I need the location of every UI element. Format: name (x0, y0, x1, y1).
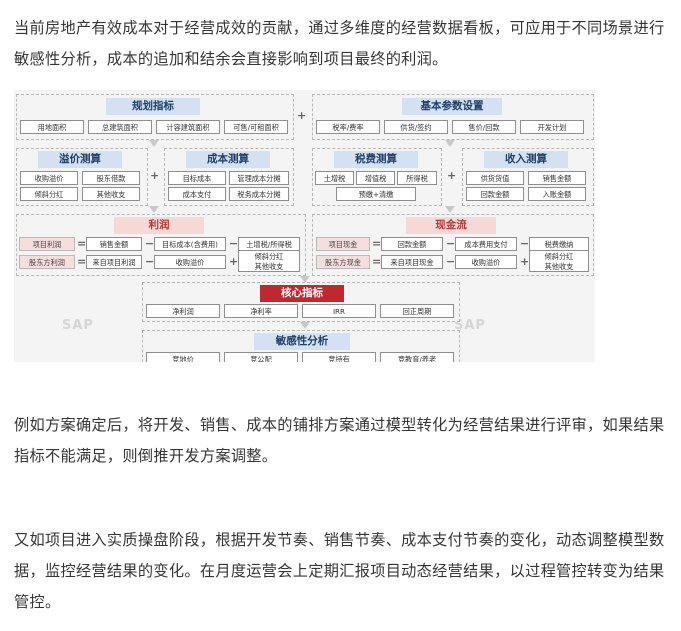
cost-title: 成本测算 (186, 151, 270, 168)
cost-item: 目标成本 (168, 171, 226, 185)
profit-item: 倾斜分红 其他收支 (238, 250, 300, 272)
premium-item: 倾斜分红 (20, 187, 78, 201)
profit-item-line: 其他收支 (254, 262, 284, 271)
paragraph-1: 当前房地产有效成本对于经营成效的贡献，通过多维度的经营数据看板，可应用于不同场景… (14, 19, 665, 68)
planning-title: 规划指标 (106, 98, 200, 115)
minus-operator: − (446, 237, 456, 250)
core-indicator-item: 净利润 (146, 304, 220, 318)
cashflow-item: 来自项目现金 (381, 255, 443, 269)
plus-operator: + (520, 255, 530, 268)
profit-item: 来自项目利润 (86, 255, 142, 269)
basic-param-item: 开发计划 (520, 120, 584, 134)
basic-param-item: 售价/回款 (452, 120, 516, 134)
core-indicators-title: 核心指标 (260, 285, 344, 302)
down-arrow-icon (445, 140, 455, 147)
tax-title: 税费测算 (334, 151, 418, 168)
shareholder-profit-label: 股东方利润 (19, 255, 75, 269)
income-item: 销售金额 (528, 171, 586, 185)
premium-item: 其他收支 (82, 187, 140, 201)
tax-item: 增值税 (356, 171, 395, 185)
profit-title: 利润 (114, 217, 204, 234)
basic-params-title: 基本参数设置 (402, 98, 502, 115)
planning-item: 可售/可租面积 (224, 120, 288, 134)
equals-operator: = (372, 237, 382, 250)
sensitivity-item: 竞教育/养老 (380, 352, 454, 362)
down-arrow-icon (300, 276, 310, 283)
premium-item: 收购溢价 (20, 171, 78, 185)
core-indicator-item: 净利率 (224, 304, 298, 318)
tax-item: 预缴+清缴 (336, 187, 416, 201)
cost-item: 成本支付 (168, 187, 226, 201)
cashflow-item-line: 倾斜分红 (544, 252, 574, 261)
cashflow-item: 收购溢价 (455, 255, 517, 269)
project-cash-label: 项目现金 (316, 237, 370, 251)
minus-operator: − (520, 237, 530, 250)
income-item: 回款金额 (466, 187, 524, 201)
equals-operator: = (77, 237, 87, 250)
core-indicator-item: IRR (302, 304, 376, 318)
equals-operator: = (372, 255, 382, 268)
profit-item: 目标成本(含费用) (154, 237, 226, 251)
basic-param-item: 税率/费率 (316, 120, 380, 134)
operation-model-diagram: SAP SAP 规划指标 用地面积 总建筑面积 计容建筑面积 可售/可租面积 +… (14, 90, 595, 362)
minus-operator: − (446, 255, 456, 268)
watermark-left: SAP (62, 318, 94, 333)
cashflow-item: 回款金额 (381, 237, 443, 251)
tax-item: 土增税 (315, 171, 354, 185)
cashflow-item: 税费缴纳 (529, 237, 589, 251)
plus-operator: + (297, 109, 307, 122)
income-item: 入账金额 (528, 187, 586, 201)
profit-item: 收购溢价 (154, 255, 226, 269)
profit-item: 土增税/所得税 (238, 237, 300, 251)
cashflow-item: 成本费用支付 (455, 237, 517, 251)
profit-item-line: 倾斜分红 (254, 252, 284, 261)
plus-operator: + (447, 169, 457, 182)
sensitivity-item: 竞持有 (302, 352, 376, 362)
shareholder-cash-label: 股东方现金 (316, 255, 370, 269)
cashflow-item-line: 其他收支 (544, 262, 574, 271)
sensitivity-item: 竞公配 (224, 352, 298, 362)
core-indicator-item: 回正周期 (380, 304, 454, 318)
sensitivity-title: 敏感性分析 (254, 333, 350, 350)
income-item: 供货货值 (466, 171, 524, 185)
paragraph-3: 又如项目进入实质操盘阶段，根据开发节奏、销售节奏、成本支付节奏的变化，动态调整模… (14, 531, 665, 611)
down-arrow-icon (300, 322, 310, 329)
watermark-right: SAP (454, 318, 486, 333)
minus-operator: − (145, 255, 155, 268)
basic-param-item: 供货/签约 (384, 120, 448, 134)
planning-item: 计容建筑面积 (156, 120, 220, 134)
premium-title: 溢价测算 (38, 151, 122, 168)
tax-item: 所得税 (397, 171, 437, 185)
minus-operator: − (145, 237, 155, 250)
profit-item: 销售金额 (86, 237, 142, 251)
paragraph-2: 例如方案确定后，将开发、销售、成本的铺排方案通过模型转化为经营结果进行评审，如果… (14, 416, 665, 465)
cost-item: 税务成本分摊 (229, 187, 289, 201)
planning-item: 用地面积 (20, 120, 84, 134)
minus-operator: − (229, 237, 239, 250)
sensitivity-item: 竞地价 (146, 352, 220, 362)
income-title: 收入测算 (484, 151, 568, 168)
planning-item: 总建筑面积 (88, 120, 152, 134)
plus-operator: + (150, 169, 160, 182)
down-arrow-icon (149, 206, 159, 213)
down-arrow-icon (445, 206, 455, 213)
plus-operator: + (229, 255, 239, 268)
premium-item: 股东借款 (82, 171, 140, 185)
down-arrow-icon (149, 140, 159, 147)
cashflow-item: 倾斜分红 其他收支 (529, 250, 589, 272)
project-profit-label: 项目利润 (19, 237, 75, 251)
cost-item: 管理成本分摊 (229, 171, 289, 185)
cashflow-title: 现金流 (406, 217, 496, 234)
equals-operator: = (77, 255, 87, 268)
